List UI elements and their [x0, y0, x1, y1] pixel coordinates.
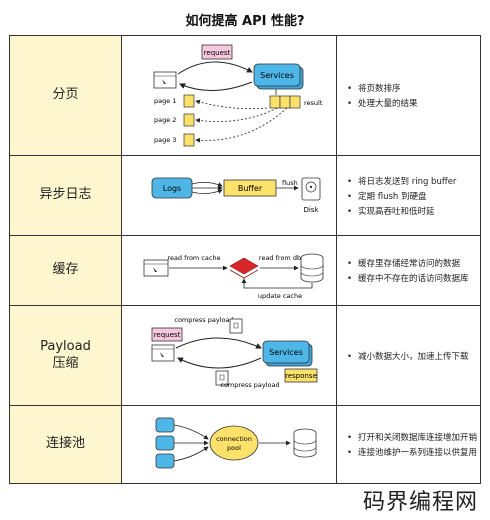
- database-icon: [300, 258, 324, 283]
- request-text: request: [154, 331, 181, 339]
- page2-text: page 2: [154, 116, 176, 124]
- pool-text-line2: pool: [227, 444, 241, 452]
- caching-svg: read from cache read from db update cach…: [143, 253, 324, 300]
- browser-icon: [151, 344, 175, 362]
- row-label-line1: Payload: [40, 338, 91, 354]
- watermark-text: 码界编程网: [362, 490, 478, 515]
- buffer-text: Buffer: [238, 184, 263, 193]
- payload-diagram: request compress payload Services respon…: [122, 306, 337, 405]
- pool-diagram: connection pool: [122, 406, 337, 483]
- pagination-diagram: request Services result page 1 page 2 pa…: [122, 36, 337, 155]
- row-notes: 缓存里存储经常访问的数据 缓存中不存在的话访问数据库: [337, 236, 480, 305]
- row-label: 分页: [10, 36, 122, 155]
- row-notes: 将日志发送到 ring buffer 定期 flush 到硬盘 实现高吞吐和低时…: [337, 156, 480, 235]
- payload-svg: request compress payload Services respon…: [151, 316, 318, 389]
- row-label: 异步日志: [10, 156, 122, 235]
- row-label: 连接池: [10, 406, 122, 483]
- client-box: [155, 435, 175, 451]
- page1-text: page 1: [154, 97, 176, 105]
- caching-diagram: read from cache read from db update cach…: [122, 236, 337, 305]
- zip-icon: [229, 318, 243, 334]
- database-icon: [293, 433, 317, 458]
- note-item: 实现高吞吐和低时延: [347, 205, 480, 217]
- page3-text: page 3: [154, 136, 176, 144]
- read-db-text: read from db: [259, 254, 301, 262]
- services-text: Services: [269, 348, 303, 357]
- request-text: request: [204, 49, 231, 57]
- request-tag: [201, 44, 233, 60]
- row-payload: Payload 压缩 request compress payload: [10, 306, 480, 406]
- note-item: 打开和关闭数据库连接增加开销: [347, 431, 480, 443]
- row-notes: 减小数据大小，加速上传下载: [337, 306, 480, 405]
- connection-pool-ellipse: [209, 425, 259, 461]
- disk-icon: [301, 177, 321, 201]
- client-box: [155, 417, 175, 433]
- row-label: 缓存: [10, 236, 122, 305]
- row-notes: 打开和关闭数据库连接增加开销 连接池维护一系列连接以供复用: [337, 406, 480, 483]
- read-cache-text: read from cache: [167, 254, 220, 262]
- redis-icon: [229, 257, 259, 275]
- note-item: 定期 flush 到硬盘: [347, 190, 480, 202]
- logs-text: Logs: [163, 184, 181, 193]
- logging-svg: Logs Buffer flush Disk: [151, 177, 321, 214]
- note-item: 缓存中不存在的话访问数据库: [347, 272, 480, 284]
- browser-icon: [153, 71, 177, 89]
- result-text: result: [304, 99, 323, 107]
- browser-icon: [143, 259, 169, 277]
- row-caching: 缓存 read from cache read from db: [10, 236, 480, 306]
- services-box: [262, 340, 310, 364]
- pool-svg: connection pool: [155, 417, 317, 469]
- row-pagination: 分页 request Services: [10, 36, 480, 156]
- note-item: 处理大量的结果: [347, 97, 480, 109]
- pagination-svg: request Services result page 1 page 2 pa…: [153, 44, 323, 147]
- row-notes: 将页数排序 处理大量的结果: [337, 36, 480, 155]
- services-text: Services: [260, 71, 294, 80]
- row-label: Payload 压缩: [10, 306, 122, 405]
- flush-text: flush: [282, 179, 298, 187]
- update-cache-text: update cache: [258, 292, 302, 300]
- note-item: 连接池维护一系列连接以供复用: [347, 446, 480, 458]
- note-item: 缓存里存储经常访问的数据: [347, 257, 480, 269]
- row-connection-pool: 连接池 connection pool: [10, 406, 480, 483]
- compress-payload-text-2: compress payload: [220, 381, 279, 389]
- request-tag: [151, 327, 183, 342]
- client-box: [155, 453, 175, 469]
- zip-icon: [215, 370, 229, 386]
- response-text: response: [285, 372, 317, 380]
- row-async-logging: 异步日志 Logs Buffer flush: [10, 156, 480, 236]
- logging-diagram: Logs Buffer flush Disk: [122, 156, 337, 235]
- note-item: 减小数据大小，加速上传下载: [347, 350, 480, 362]
- disk-text: Disk: [303, 206, 319, 214]
- compress-payload-text-1: compress payload: [174, 316, 233, 324]
- result-blocks: [289, 95, 301, 109]
- row-label-line2: 压缩: [52, 355, 79, 371]
- note-item: 将日志发送到 ring buffer: [347, 175, 480, 187]
- response-tag: [284, 368, 318, 383]
- pool-text-line1: connection: [216, 435, 252, 443]
- comparison-table: 分页 request Services: [9, 35, 481, 484]
- page-title: 如何提高 API 性能?: [185, 14, 305, 29]
- services-box: [253, 63, 301, 87]
- note-item: 将页数排序: [347, 82, 480, 94]
